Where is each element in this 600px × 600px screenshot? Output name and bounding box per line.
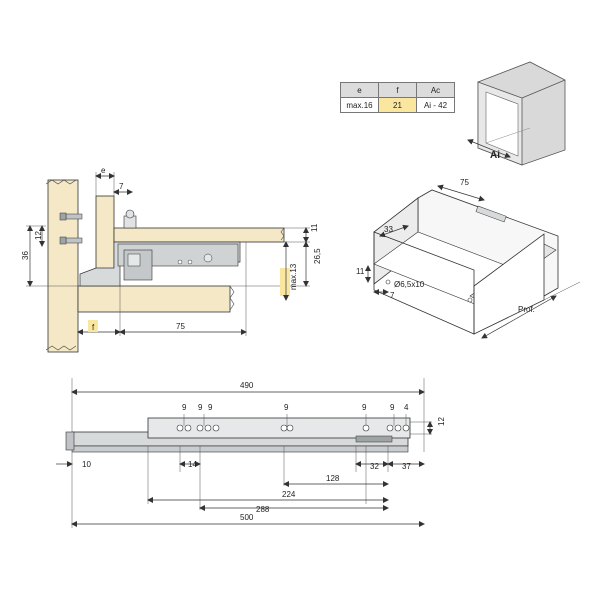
- dim-4: 4: [404, 403, 409, 412]
- dim-11-side: 11: [310, 223, 319, 232]
- dim-max13: max.13: [289, 263, 298, 290]
- dim-e: e: [101, 166, 106, 175]
- dim-f: f: [92, 323, 95, 332]
- spec-value-e: max.16: [340, 97, 379, 113]
- dim-10: 10: [82, 460, 91, 469]
- dim-224: 224: [282, 490, 296, 499]
- dim-11-drawer: 11: [356, 267, 365, 276]
- spec-header-f: f: [378, 82, 417, 98]
- dim-9d: 9: [284, 403, 289, 412]
- drawer-bottom-board: [113, 227, 285, 243]
- cabinet-side-panel: [47, 179, 79, 353]
- dim-9c: 9: [208, 403, 213, 412]
- spec-header-e: e: [340, 82, 379, 98]
- screw-icons: [59, 212, 83, 245]
- dim-490: 490: [240, 381, 254, 390]
- dim-37: 37: [402, 462, 411, 471]
- dim-32: 32: [370, 462, 379, 471]
- dim-500: 500: [240, 513, 254, 522]
- dim-prof: Prof.: [518, 305, 535, 314]
- dim-33: 33: [384, 225, 393, 234]
- dim-9a: 9: [182, 403, 187, 412]
- dim-9e: 9: [362, 403, 367, 412]
- dim-9b: 9: [198, 403, 203, 412]
- dim-12-slide: 12: [437, 417, 446, 426]
- spec-table-header-row: e f Ac: [340, 82, 455, 98]
- drawer-isometric-view: 75 33 11 Ø6,5x10 7 Prof.: [356, 178, 581, 339]
- dim-128: 128: [326, 474, 340, 483]
- spec-table: e f Ac max.16 21 Ai - 42: [340, 82, 455, 113]
- dim-288: 288: [256, 505, 270, 514]
- mounting-holes: [176, 424, 410, 432]
- drawer-side-panel: [95, 195, 115, 273]
- dim-9f: 9: [390, 403, 395, 412]
- dim-12-side: 12: [34, 231, 43, 240]
- side-section-view: e 7 12 36 11 26,5 max.13 f 75: [21, 166, 322, 353]
- spec-table-value-row: max.16 21 Ai - 42: [340, 97, 455, 113]
- slide-plan-view: 490 9 9 9 9 9 9 4 12 10 14 32 37: [56, 378, 446, 528]
- drawer-rail: [147, 417, 411, 439]
- dim-75-side: 75: [176, 322, 185, 331]
- cabinet-bottom-board: [77, 285, 231, 313]
- dim-7-drawer: 7: [390, 291, 395, 300]
- cabinet-icon: Ai: [467, 61, 566, 166]
- spec-value-f: 21: [378, 97, 417, 113]
- cabinet-width-label: Ai: [490, 150, 500, 161]
- spec-header-ac: Ac: [416, 82, 455, 98]
- dim-hole: Ø6,5x10: [394, 280, 425, 289]
- dim-7-side: 7: [119, 182, 124, 191]
- dim-36: 36: [21, 251, 30, 260]
- spec-value-ac: Ai - 42: [416, 97, 455, 113]
- dim-75-drawer: 75: [460, 178, 469, 187]
- dim-14: 14: [188, 460, 197, 469]
- dim-26-5: 26,5: [313, 248, 322, 264]
